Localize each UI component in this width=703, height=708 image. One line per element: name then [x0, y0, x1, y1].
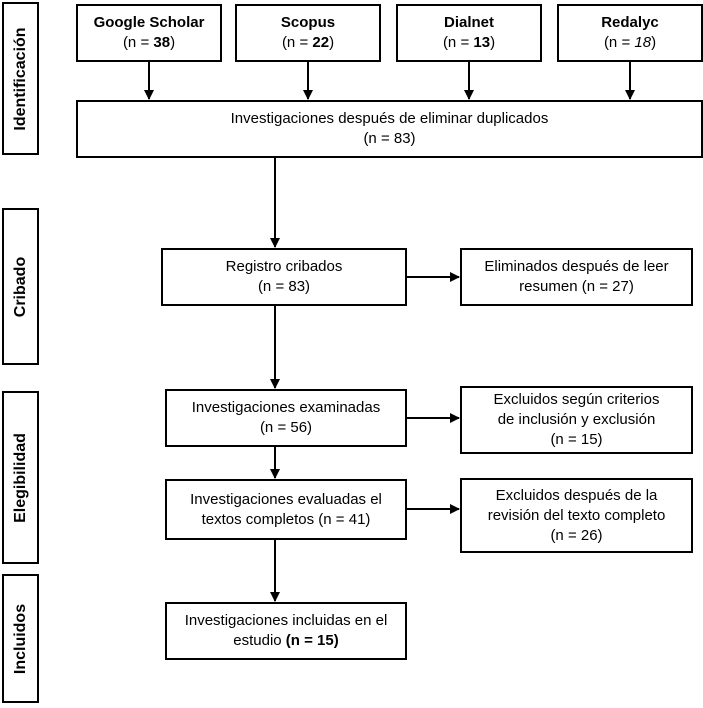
- cribados-line1: Registro cribados: [225, 258, 343, 275]
- source-dialnet: Dialnet (n = 13): [396, 4, 542, 62]
- phase-cribado: Cribado: [2, 208, 39, 365]
- source-name: Google Scholar: [93, 14, 205, 31]
- source-count-line: (n = 38): [122, 34, 176, 51]
- source-name: Redalyc: [601, 14, 659, 31]
- source-count-line: (n = 13): [442, 34, 496, 51]
- excluidos-texto-box: Excluidos después de la revisión del tex…: [460, 478, 693, 553]
- incluidas-line2: estudio (n = 15): [233, 632, 339, 649]
- excluidos1-line1: Excluidos según criterios: [493, 391, 660, 408]
- source-redalyc: Redalyc (n = 18): [557, 4, 703, 62]
- excluidos2-line2: revisión del texto completo: [487, 506, 666, 524]
- excluidos2-line3: (n = 26): [550, 526, 603, 544]
- excluidos2-line1: Excluidos después de la: [495, 486, 658, 504]
- eliminados-line1: Eliminados después de leer: [484, 258, 669, 275]
- incluidas-box: Investigaciones incluidas en el estudio …: [165, 602, 407, 660]
- source-count-line: (n = 18): [603, 34, 657, 51]
- source-count-line: (n = 22): [281, 34, 335, 51]
- phase-identificacion: Identificación: [2, 2, 39, 155]
- dedup-line2: (n = 83): [363, 130, 416, 147]
- examinadas-line2: (n = 56): [259, 419, 313, 436]
- excluidos1-line2: de inclusión y exclusión: [497, 411, 656, 428]
- excluidos1-line3: (n = 15): [550, 431, 603, 448]
- phase-elegibilidad: Elegibilidad: [2, 391, 39, 564]
- cribados-box: Registro cribados (n = 83): [161, 248, 407, 306]
- source-name: Dialnet: [443, 14, 494, 31]
- incluidas-line1: Investigaciones incluidas en el: [184, 612, 388, 629]
- dedup-line1: Investigaciones después de eliminar dupl…: [230, 110, 549, 127]
- evaluadas-line1: Investigaciones evaluadas el: [190, 490, 382, 508]
- examinadas-box: Investigaciones examinadas (n = 56): [165, 389, 407, 447]
- eliminados-box: Eliminados después de leer resumen (n = …: [460, 248, 693, 306]
- evaluadas-box: Investigaciones evaluadas el textos comp…: [165, 479, 407, 540]
- evaluadas-line2: textos completos (n = 41): [201, 510, 371, 528]
- phase-incluidos: Incluidos: [2, 574, 39, 703]
- source-scopus: Scopus (n = 22): [235, 4, 381, 62]
- excluidos-criterios-box: Excluidos según criterios de inclusión y…: [460, 386, 693, 454]
- source-name: Scopus: [280, 14, 336, 31]
- source-google-scholar: Google Scholar (n = 38): [76, 4, 222, 62]
- eliminados-line2: resumen (n = 27): [519, 278, 634, 295]
- dedup-box: Investigaciones después de eliminar dupl…: [76, 100, 703, 158]
- examinadas-line1: Investigaciones examinadas: [191, 399, 381, 416]
- cribados-line2: (n = 83): [257, 278, 311, 295]
